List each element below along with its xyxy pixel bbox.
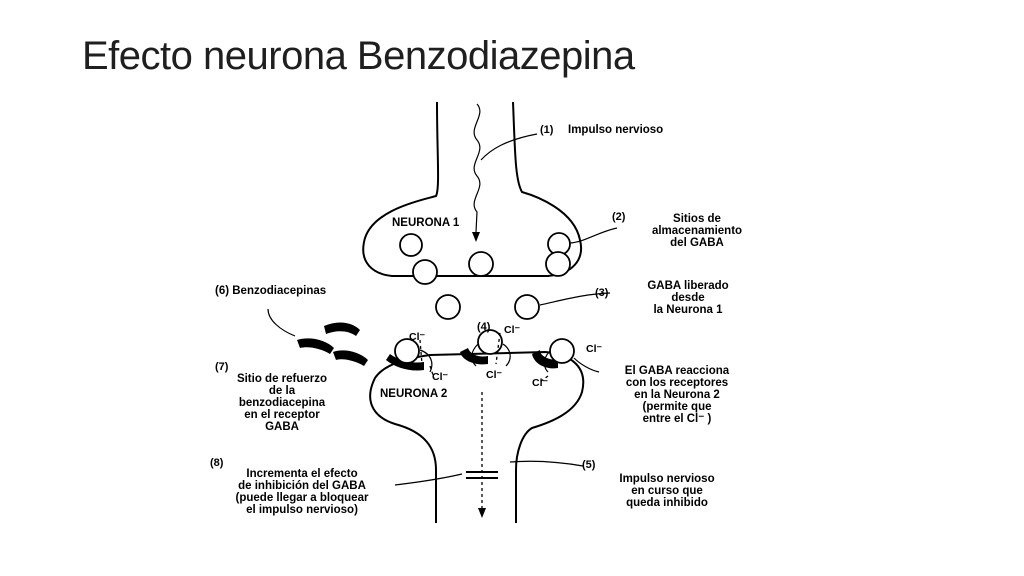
inhibited-impulse-arrowhead [478,508,486,518]
neuron-1-outline [362,101,583,277]
slide-title: Efecto neurona Benzodiazepina [82,34,635,78]
label-5-line: queda inhibido [626,497,708,509]
label-7-line: de la [269,385,296,397]
label-4-line: en la Neurona 2 [634,389,720,401]
label-8-line: (puede llegar a bloquear [236,492,369,504]
label-1-text: Impulso nervioso [568,124,663,136]
label-4-line: (permite que [642,401,711,413]
label-8-line: el impulso nervioso) [246,504,358,516]
label-2-line: Sitios de [673,213,721,225]
bound-gaba [394,338,420,364]
label-2-number: (2) [612,211,626,223]
vesicle [545,251,571,277]
nerve-impulse-arrowhead [472,232,480,242]
neuron-2-label: NEURONA 2 [380,388,447,400]
label-4-line: entre el Cl⁻ ) [643,413,712,425]
label-5-number: (5) [582,459,596,471]
neuron-2-outline [369,350,585,523]
vesicle [412,259,438,285]
label-3-line: la Neurona 1 [653,304,723,316]
vesicle [468,251,494,277]
label-4-line: El GABA reacciona [625,365,730,377]
label-7-line: Sitio de refuerzo [237,373,327,385]
vesicle [399,233,423,257]
label-8-number: (8) [210,457,224,469]
label-3-line: desde [671,292,704,304]
benzodiazepine-molecule [324,322,360,336]
label-3-line: GABA liberado [647,280,728,292]
label-2-line: del GABA [670,237,724,249]
label-5-line: en curso que [631,485,703,497]
label-7-line: en el receptor [244,409,320,421]
label-7-line: benzodiacepina [239,397,326,409]
chloride-ion-label: Cl⁻ [432,371,449,383]
label-8-line: de inhibición del GABA [238,480,366,492]
neuron-1-label: NEURONA 1 [392,217,460,229]
benzodiazepine-binding-site [460,348,488,365]
label-2-line: almacenamiento [652,225,742,237]
chloride-ion-label: Cl⁻ [486,369,503,381]
chloride-ion-label: Cl⁻ [409,331,426,343]
benzodiazepine-molecule [333,350,368,366]
released-gaba [435,294,461,320]
label-4-line: con los receptores [626,377,728,389]
nerve-impulse-wave [473,103,481,233]
bound-gaba [549,338,575,364]
label-7-line: GABA [265,421,299,433]
chloride-ion-label: Cl⁻ [504,324,521,336]
released-gaba [514,294,540,320]
label-4-number: (4) [477,321,491,333]
label-5-line: Impulso nervioso [619,473,714,485]
chloride-ion-label: Cl⁻ [586,343,603,355]
label-7-number: (7) [215,361,229,373]
label-1-number: (1) [540,124,554,136]
label-3-number: (3) [595,287,609,299]
benzodiazepine-molecule [297,338,334,354]
label-6: (6) Benzodiacepinas [215,285,326,297]
chloride-ion-label: Cl⁻ [532,377,549,389]
bound-gaba [477,329,503,355]
label-8-line: Incrementa el efecto [246,468,357,480]
